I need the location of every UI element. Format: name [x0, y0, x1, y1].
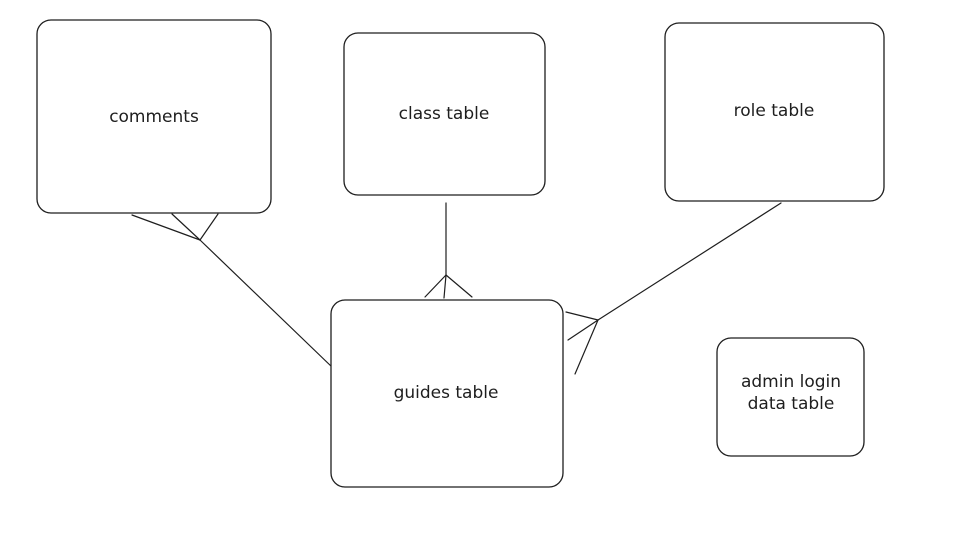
entity-admin-login-label-line2: data table	[748, 394, 835, 414]
entity-admin-login-data-table[interactable]: admin login data table	[716, 337, 865, 457]
edge-class-guides[interactable]	[424, 202, 473, 299]
edge-comments-guides[interactable]	[131, 213, 334, 369]
entity-role-table[interactable]: role table	[664, 22, 885, 202]
entity-guides-table-label: guides table	[394, 383, 499, 403]
entity-comments[interactable]: comments	[36, 19, 272, 214]
entity-class-table[interactable]: class table	[343, 32, 546, 196]
entity-comments-label: comments	[109, 107, 199, 127]
entity-admin-login-label-line1: admin login	[741, 372, 841, 392]
entity-class-table-label: class table	[399, 104, 490, 124]
entity-guides-table[interactable]: guides table	[330, 299, 564, 488]
entity-role-table-label: role table	[734, 101, 815, 121]
edge-role-guides[interactable]	[565, 202, 782, 375]
